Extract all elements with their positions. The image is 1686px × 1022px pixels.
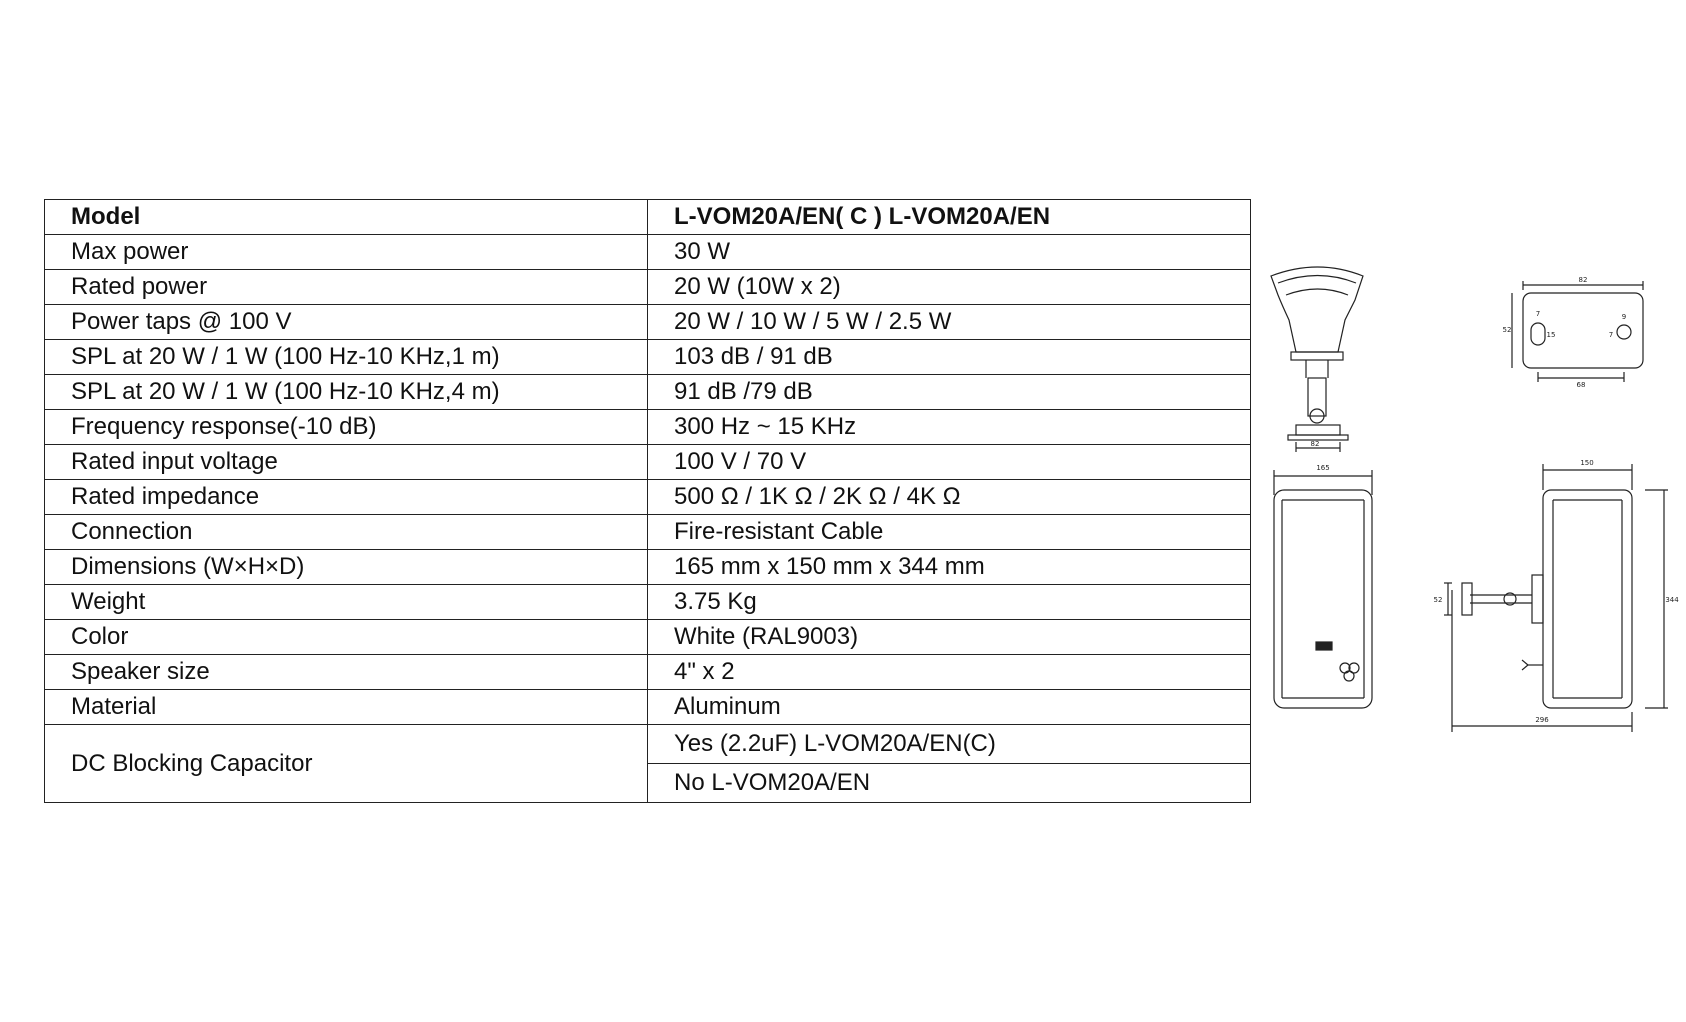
dim-bracket-spacing: 68 [1577,381,1586,389]
row-value: 20 W / 10 W / 5 W / 2.5 W [647,304,1251,340]
dim-side-width: 150 [1580,459,1593,467]
dim-side-depth: 296 [1535,716,1549,724]
row-value: Yes (2.2uF) L-VOM20A/EN(C) [647,724,1251,764]
row-label: Rated impedance [44,479,648,515]
dim-bracket-hole-c: 9 [1622,313,1626,321]
table-row: No L-VOM20A/EN [45,763,1251,803]
table-row: SPL at 20 W / 1 W (100 Hz-10 KHz,4 m)91 … [44,374,1251,410]
row-label: Color [44,619,648,655]
row-value: Fire-resistant Cable [647,514,1251,550]
dim-front-base: 82 [1311,440,1320,448]
row-label: Rated input voltage [44,444,648,480]
row-value: 3.75 Kg [647,584,1251,620]
dim-side-arm-height: 52 [1434,596,1443,604]
speaker-side-elevation-drawing [1444,464,1668,732]
speaker-front-elevation-drawing [1273,470,1373,709]
row-label: Dimensions (W×H×D) [44,549,648,585]
header-label: Model [44,199,648,235]
dim-bracket-width: 82 [1579,276,1588,284]
row-label: SPL at 20 W / 1 W (100 Hz-10 KHz,4 m) [44,374,648,410]
spec-table: Model L-VOM20A/EN( C ) L-VOM20A/EN Max p… [44,199,1251,803]
dim-bracket-hole-d: 7 [1609,331,1613,339]
dim-bracket-height: 52 [1503,326,1512,334]
row-value: 500 Ω / 1K Ω / 2K Ω / 4K Ω [647,479,1251,515]
row-label: SPL at 20 W / 1 W (100 Hz-10 KHz,1 m) [44,339,648,375]
row-label: Max power [44,234,648,270]
table-header-row: Model L-VOM20A/EN( C ) L-VOM20A/EN [44,199,1251,235]
bracket-plate-drawing [1511,281,1644,382]
row-value: 20 W (10W x 2) [647,269,1251,305]
dim-bracket-hole-a: 7 [1536,310,1540,318]
dim-front-width: 165 [1316,464,1329,472]
header-value: L-VOM20A/EN( C ) L-VOM20A/EN [647,199,1251,235]
row-value: 165 mm x 150 mm x 344 mm [647,549,1251,585]
dim-side-height: 344 [1665,596,1679,604]
table-row: Dimensions (W×H×D)165 mm x 150 mm x 344 … [44,549,1251,585]
table-row: Frequency response(-10 dB)300 Hz ~ 15 KH… [44,409,1251,445]
row-value: 91 dB /79 dB [647,374,1251,410]
row-label: Material [44,689,648,725]
dim-bracket-hole-b: 15 [1547,331,1556,339]
speaker-front-view-drawing [1270,266,1364,452]
row-value: 103 dB / 91 dB [647,339,1251,375]
table-row: SPL at 20 W / 1 W (100 Hz-10 KHz,1 m)103… [44,339,1251,375]
row-value: No L-VOM20A/EN [647,763,1251,803]
